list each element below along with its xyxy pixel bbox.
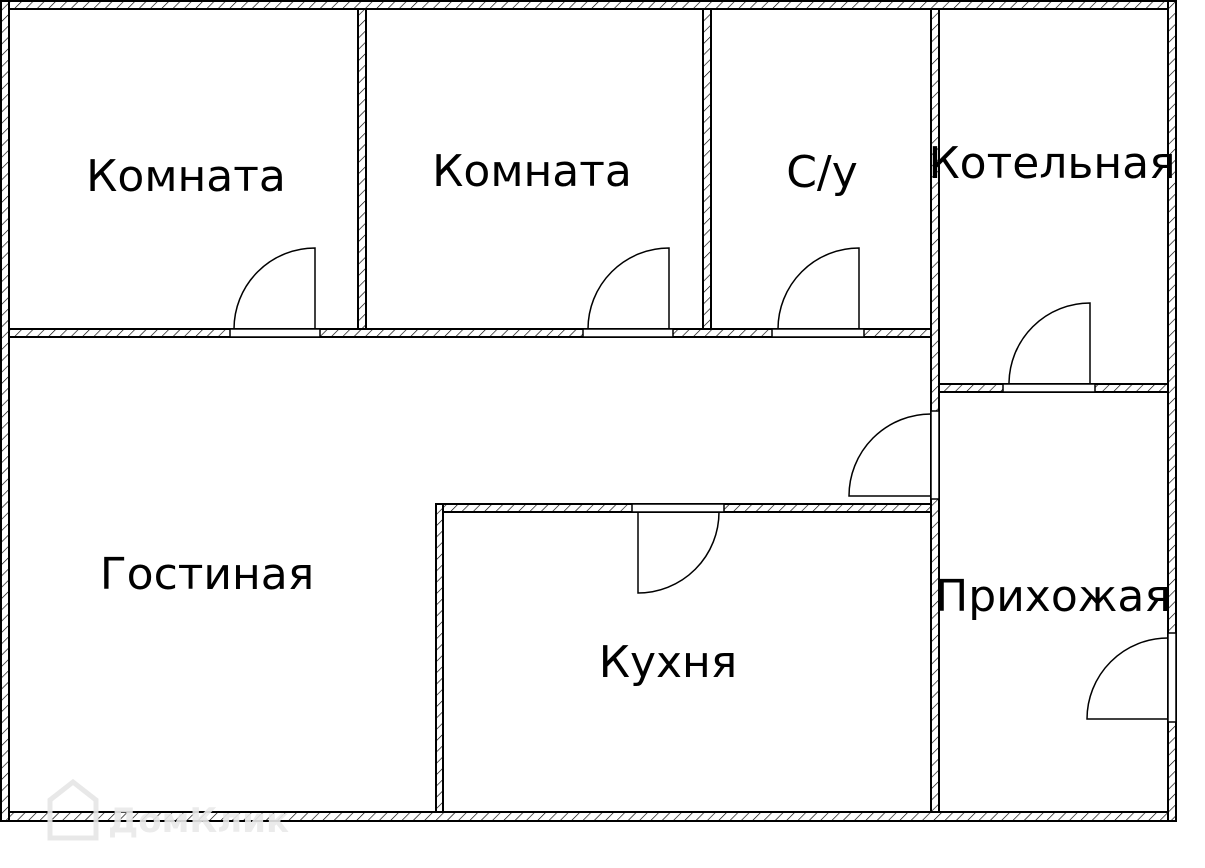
room-label-hallway: Прихожая bbox=[935, 571, 1171, 622]
door-boiler-room bbox=[1002, 302, 1096, 393]
room-label-kitchen: Кухня bbox=[599, 637, 738, 688]
outer-walls bbox=[0, 0, 1177, 822]
door-kitchen bbox=[631, 503, 725, 594]
door-room2 bbox=[582, 247, 674, 338]
svg-text:ДомКлик: ДомКлик bbox=[108, 801, 289, 841]
room-label-room1: Комната bbox=[86, 151, 286, 202]
door-living-room-hallway bbox=[848, 410, 940, 500]
room-label-living-room: Гостиная bbox=[100, 549, 314, 600]
door-room1 bbox=[229, 247, 321, 338]
room-label-bathroom: С/у bbox=[786, 147, 858, 198]
interior-walls bbox=[8, 8, 1169, 813]
domclick-watermark: ДомКлик bbox=[47, 778, 289, 841]
room-label-boiler-room: Котельная bbox=[928, 138, 1175, 189]
entrance-door bbox=[1086, 632, 1177, 723]
door-bathroom bbox=[771, 247, 865, 338]
room-label-room2: Комната bbox=[432, 146, 632, 197]
